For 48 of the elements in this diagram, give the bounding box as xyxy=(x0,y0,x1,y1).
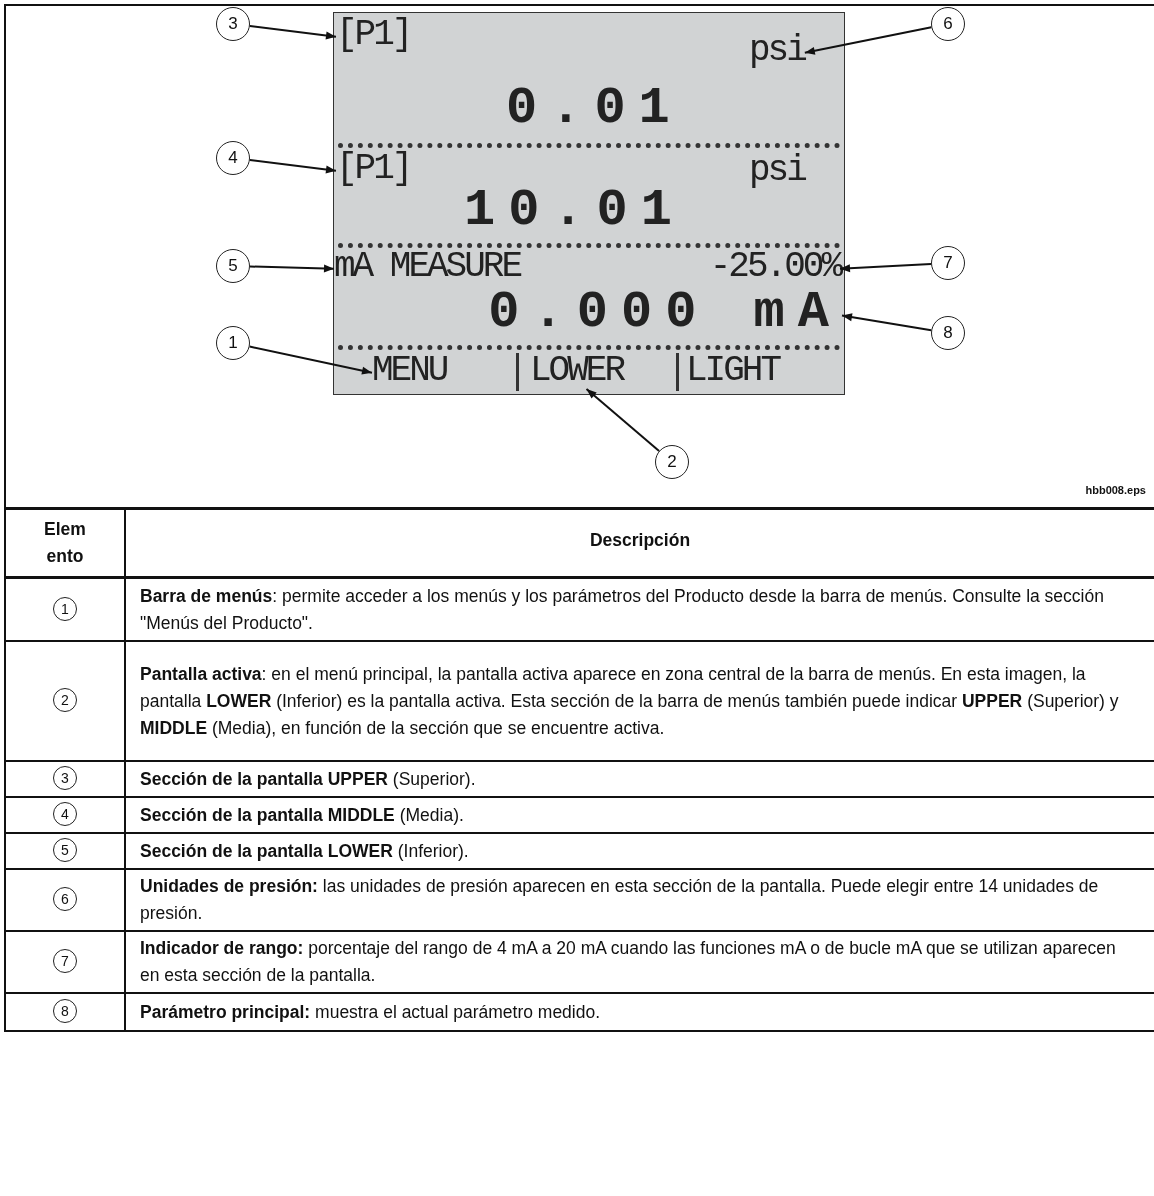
callout-number: 2 xyxy=(53,688,77,712)
display-text: LOWER xyxy=(530,353,624,389)
lcd-screen xyxy=(333,12,845,395)
callout-number: 7 xyxy=(931,246,965,280)
display-text: psi xyxy=(749,153,805,189)
leader-line xyxy=(803,26,933,55)
callout-number: 4 xyxy=(53,802,77,826)
description-text: Sección de la pantalla MIDDLE (Media). xyxy=(140,803,465,827)
callout-number: 8 xyxy=(931,316,965,350)
callout-number: 5 xyxy=(53,838,77,862)
description-text: Indicador de rango: porcentaje del rango de 4 mA a 20 mA cuando las funciones mA o de bucle mA que se utilizan aparecen en esta sección de la pantalla. xyxy=(140,937,1117,988)
description-text: Barra de menús: permite acceder a los menús y los parámetros del Producto desde la barra de menús. Consulte la sección "Menús del Producto". xyxy=(140,585,1105,636)
callout-number: 6 xyxy=(931,7,965,41)
display-text: 10.01 xyxy=(464,185,686,237)
callout-number: 1 xyxy=(53,597,77,621)
callout-number: 4 xyxy=(216,141,250,175)
leader-line xyxy=(248,159,337,174)
callout-number: 2 xyxy=(655,445,689,479)
leader-line xyxy=(841,313,933,332)
column-header: Descripción xyxy=(588,529,692,552)
file-name: hbb008.eps xyxy=(1085,484,1146,496)
leader-line xyxy=(249,264,335,273)
display-text: [P1] xyxy=(336,151,411,187)
description-text: Pantalla activa: en el menú principal, la pantalla activa aparece en zona central de la barra de menús. En esta imagen, la pantalla LOWER (Inferior) es la pantalla activa. Esta sección de la barra de menús también puede indicar UPPER (Superior) y MIDDLE (Media), en función de la sección que se encuentre activa. xyxy=(140,662,1120,740)
callout-number: 8 xyxy=(53,999,77,1023)
display-text: [P1] xyxy=(336,17,411,53)
callout-number: 3 xyxy=(216,7,250,41)
callout-number: 6 xyxy=(53,887,77,911)
display-text: mA MEASURE xyxy=(334,249,521,285)
callout-number: 3 xyxy=(53,766,77,790)
callout-number: 1 xyxy=(216,326,250,360)
description-text: Sección de la pantalla UPPER (Superior). xyxy=(140,767,477,791)
leader-line xyxy=(248,345,373,375)
callout-number: 5 xyxy=(216,249,250,283)
description-text: Sección de la pantalla LOWER (Inferior). xyxy=(140,839,470,863)
column-header: Elem ento xyxy=(43,518,87,569)
description-text: Parámetro principal: muestra el actual parámetro medido. xyxy=(140,1000,602,1024)
description-text: Unidades de presión: las unidades de presión aparecen en esta sección de la pantalla. Puede elegir entre 14 unidades de presión. xyxy=(140,875,1100,926)
display-text: MENU xyxy=(372,353,447,389)
display-text: 0.000 mA xyxy=(488,287,842,339)
leader-line xyxy=(585,388,661,452)
leader-line xyxy=(839,262,932,273)
leader-line xyxy=(248,25,337,40)
display-text: 0.01 xyxy=(506,83,683,135)
display-text: LIGHT xyxy=(686,353,780,389)
display-text: psi xyxy=(749,33,805,69)
callout-number: 7 xyxy=(53,949,77,973)
display-text: -25.00% xyxy=(709,249,840,285)
